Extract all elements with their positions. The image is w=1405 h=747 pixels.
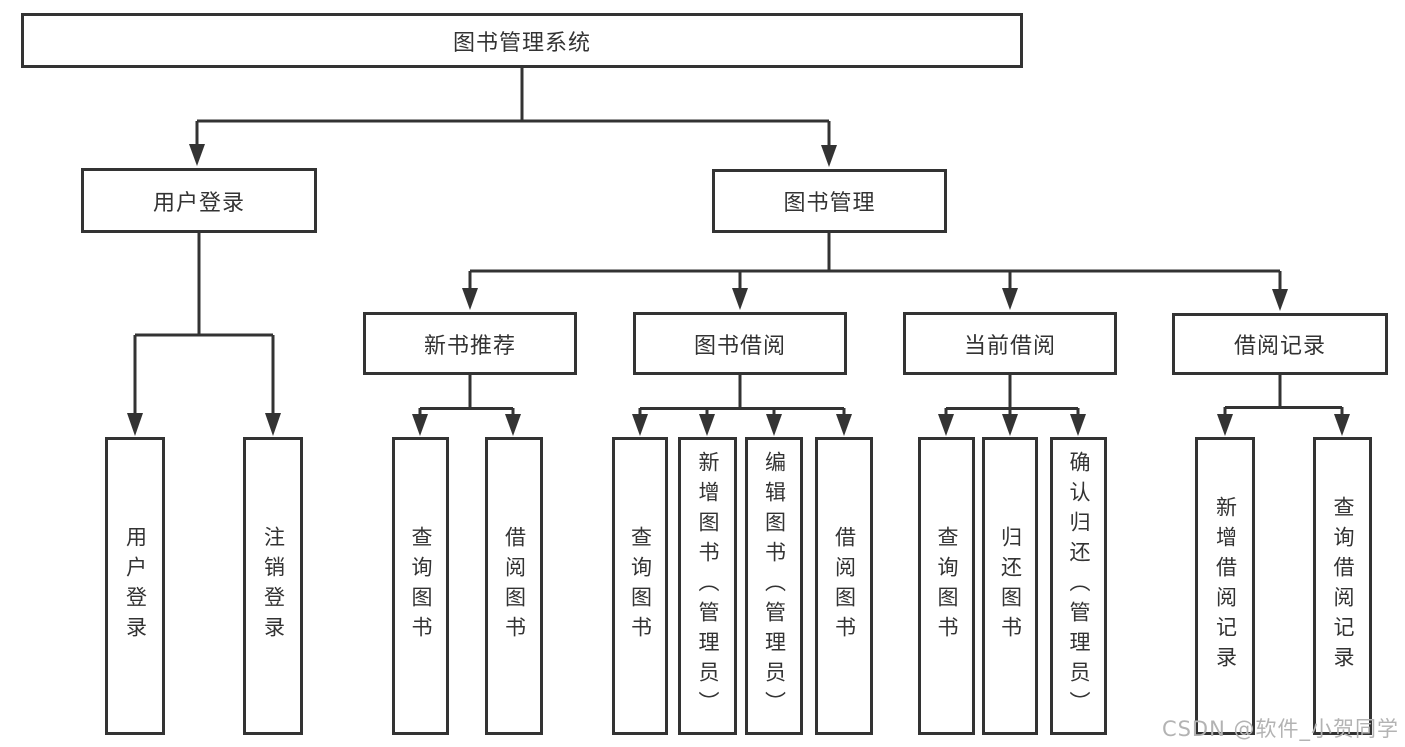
leaf-current-query-book: 查询图书	[918, 437, 975, 735]
node-user-login-label: 用户登录	[152, 190, 245, 216]
leaf-user-login-label: 用户登录	[123, 526, 148, 646]
leaf-current-return-book: 归还图书	[982, 437, 1038, 735]
leaf-record-query-record: 查询借阅记录	[1313, 437, 1372, 735]
leaf-record-add-record: 新增借阅记录	[1195, 437, 1255, 735]
leaf-recommend-query-book-label: 查询图书	[409, 526, 433, 646]
leaf-current-return-book-label: 归还图书	[998, 526, 1023, 646]
node-book-borrow-label: 图书借阅	[693, 333, 786, 359]
node-borrow-record-label: 借阅记录	[1233, 334, 1326, 359]
leaf-current-confirm-return-admin-label: 确认归还（管理员）	[1067, 451, 1091, 721]
node-root: 图书管理系统	[21, 13, 1023, 68]
node-new-book-recommend-label: 新书推荐	[423, 333, 516, 359]
leaf-recommend-borrow-book-label: 借阅图书	[502, 526, 527, 646]
watermark-text: CSDN @软件_小贺同学	[1161, 717, 1399, 741]
node-new-book-recommend: 新书推荐	[363, 312, 577, 375]
leaf-logout-label: 注销登录	[261, 526, 286, 646]
node-book-management: 图书管理	[712, 169, 947, 233]
node-book-borrow: 图书借阅	[633, 312, 847, 375]
leaf-user-login: 用户登录	[105, 437, 165, 735]
leaf-borrow-add-book-admin-label: 新增图书（管理员）	[696, 451, 720, 721]
arrowheads	[127, 144, 1350, 436]
node-current-borrow: 当前借阅	[903, 312, 1117, 375]
leaf-current-confirm-return-admin: 确认归还（管理员）	[1050, 437, 1107, 735]
leaf-recommend-borrow-book: 借阅图书	[485, 437, 543, 735]
node-current-borrow-label: 当前借阅	[963, 333, 1056, 359]
leaf-borrow-query-book-label: 查询图书	[628, 526, 653, 646]
node-user-login: 用户登录	[81, 168, 317, 233]
leaf-logout: 注销登录	[243, 437, 303, 735]
leaf-borrow-borrow-book-label: 借阅图书	[832, 526, 857, 646]
node-root-label: 图书管理系统	[452, 30, 591, 56]
leaf-borrow-edit-book-admin: 编辑图书（管理员）	[745, 437, 803, 735]
leaf-borrow-edit-book-admin-label: 编辑图书（管理员）	[762, 451, 787, 721]
leaf-recommend-query-book: 查询图书	[392, 437, 449, 735]
leaf-record-add-record-label: 新增借阅记录	[1213, 496, 1238, 676]
leaf-current-query-book-label: 查询图书	[935, 526, 959, 646]
leaf-borrow-query-book: 查询图书	[612, 437, 668, 735]
leaf-record-query-record-label: 查询借阅记录	[1331, 496, 1355, 676]
leaf-borrow-borrow-book: 借阅图书	[815, 437, 873, 735]
leaf-borrow-add-book-admin: 新增图书（管理员）	[678, 437, 737, 735]
node-book-management-label: 图书管理	[783, 191, 876, 216]
node-borrow-record: 借阅记录	[1172, 313, 1388, 375]
